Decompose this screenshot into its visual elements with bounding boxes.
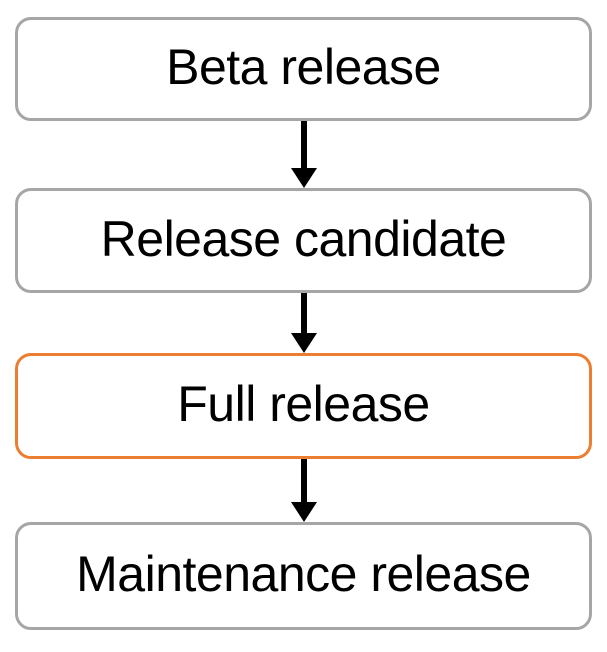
flow-node-maintenance-release: Maintenance release <box>15 522 592 630</box>
arrow-beta-to-candidate <box>290 121 317 188</box>
flow-node-full-release: Full release <box>15 353 592 459</box>
flow-node-release-candidate: Release candidate <box>15 188 592 293</box>
flow-node-label: Beta release <box>166 39 441 95</box>
arrow-head-down-icon <box>290 333 317 353</box>
flow-node-beta-release: Beta release <box>15 17 592 121</box>
flow-node-label: Release candidate <box>100 210 507 267</box>
arrow-head-down-icon <box>290 502 317 522</box>
flow-node-label: Full release <box>177 376 430 432</box>
arrow-candidate-to-full <box>290 293 317 353</box>
flow-node-label: Maintenance release <box>76 546 531 602</box>
arrow-shaft <box>300 293 307 333</box>
arrow-head-down-icon <box>290 168 317 188</box>
arrow-shaft <box>300 459 307 502</box>
arrow-full-to-maintenance <box>290 459 317 522</box>
arrow-shaft <box>300 121 307 168</box>
